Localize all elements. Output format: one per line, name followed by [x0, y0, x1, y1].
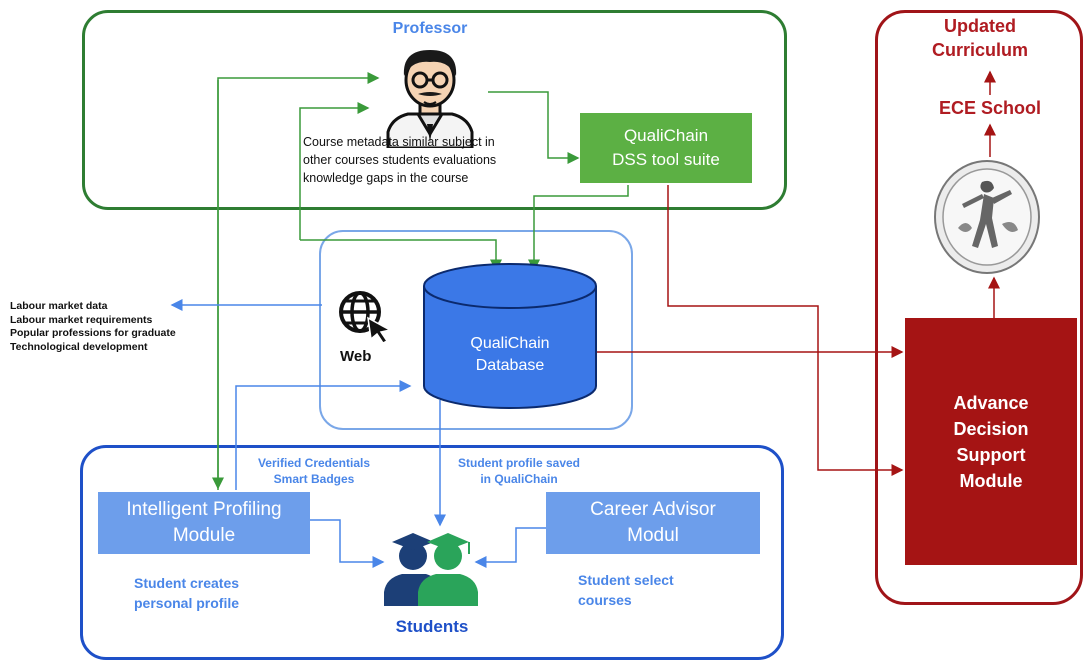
database-line-2: Database	[475, 357, 545, 374]
labour-note: Labour market data	[10, 300, 108, 312]
ece-school-label: ECE School	[938, 98, 1041, 118]
arrow-to-database-top	[300, 239, 502, 272]
professor-title: Professor	[392, 20, 468, 37]
web-frame	[319, 230, 633, 430]
arrow-profiling-to-students	[310, 519, 385, 568]
profiling-line-2: Module	[172, 525, 236, 546]
verified-line-2: Smart Badges	[273, 472, 355, 486]
dss-line-2: DSS tool suite	[612, 150, 720, 169]
advisor-caption: Student select courses	[578, 570, 718, 610]
labour-market-notes: Labour market data Labour market require…	[10, 300, 176, 354]
database-line-1: QualiChain	[470, 335, 550, 352]
professor-notes: Course metadata similar subject in other…	[303, 133, 563, 187]
verified-line-1: Verified Credentials	[257, 456, 371, 470]
intelligent-profiling-module: Intelligent Profiling Module	[98, 492, 310, 554]
arrow-advisor-to-students	[474, 527, 546, 568]
students-icon	[384, 533, 478, 606]
updated-curriculum-label: Updated Curriculum	[885, 14, 1075, 62]
arrow-dss-to-adm	[667, 185, 904, 476]
students-title: Students	[395, 617, 469, 636]
professor-note-line: knowledge gaps in the course	[303, 171, 469, 185]
curriculum-frame	[875, 10, 1083, 605]
database-label: QualiChain Database	[422, 333, 598, 377]
saved-line-2: in QualiChain	[480, 472, 558, 486]
arrow-dss-to-database	[528, 185, 629, 272]
updated-line-1: Updated	[944, 16, 1016, 36]
arrow-professor-to-dss	[488, 91, 580, 164]
verified-credentials-caption: Verified Credentials Smart Badges	[244, 455, 384, 487]
profile-saved-caption: Student profile saved in QualiChain	[444, 455, 594, 487]
globe-cursor-icon	[339, 291, 393, 344]
adm-line-1: Advance	[953, 392, 1029, 413]
adm-line-2: Decision	[953, 418, 1029, 439]
advisor-line-1: Career Advisor	[590, 499, 716, 520]
university-seal-icon	[934, 160, 1040, 274]
labour-note: Labour market requirements	[10, 313, 153, 326]
updated-line-2: Curriculum	[931, 40, 1028, 60]
profiling-line-1: Intelligent Profiling	[126, 499, 282, 520]
professor-note-line: other courses students evaluations	[303, 153, 497, 167]
career-advisor-module: Career Advisor Modul	[546, 492, 760, 554]
advisor-line-2: Modul	[627, 525, 679, 546]
adm-line-3: Support	[956, 444, 1026, 465]
web-label: Web	[340, 348, 372, 365]
dss-tool-suite-box: QualiChain DSS tool suite	[580, 113, 752, 183]
arrow-profiling-to-database	[235, 380, 412, 490]
profiling-caption-line-1: Student creates	[134, 575, 240, 591]
labour-note: Technological development	[10, 340, 148, 353]
professor-note-line: Course metadata similar subject in	[303, 135, 495, 149]
professor-frame	[82, 10, 787, 210]
dss-line-1: QualiChain	[623, 126, 709, 145]
profiling-caption-line-2: personal profile	[134, 595, 240, 611]
advisor-caption-line-2: courses	[578, 592, 632, 608]
adm-line-4: Module	[959, 470, 1023, 491]
advance-decision-support-module: Advance Decision Support Module	[905, 318, 1077, 565]
labour-note: Popular professions for graduate	[10, 327, 176, 339]
arrow-db-to-professor	[299, 102, 370, 240]
advisor-caption-line-1: Student select	[578, 572, 674, 588]
saved-line-1: Student profile saved	[457, 456, 581, 470]
profiling-caption: Student creates personal profile	[134, 573, 294, 613]
professor-icon	[386, 50, 474, 148]
database-cylinder-icon	[423, 263, 597, 409]
